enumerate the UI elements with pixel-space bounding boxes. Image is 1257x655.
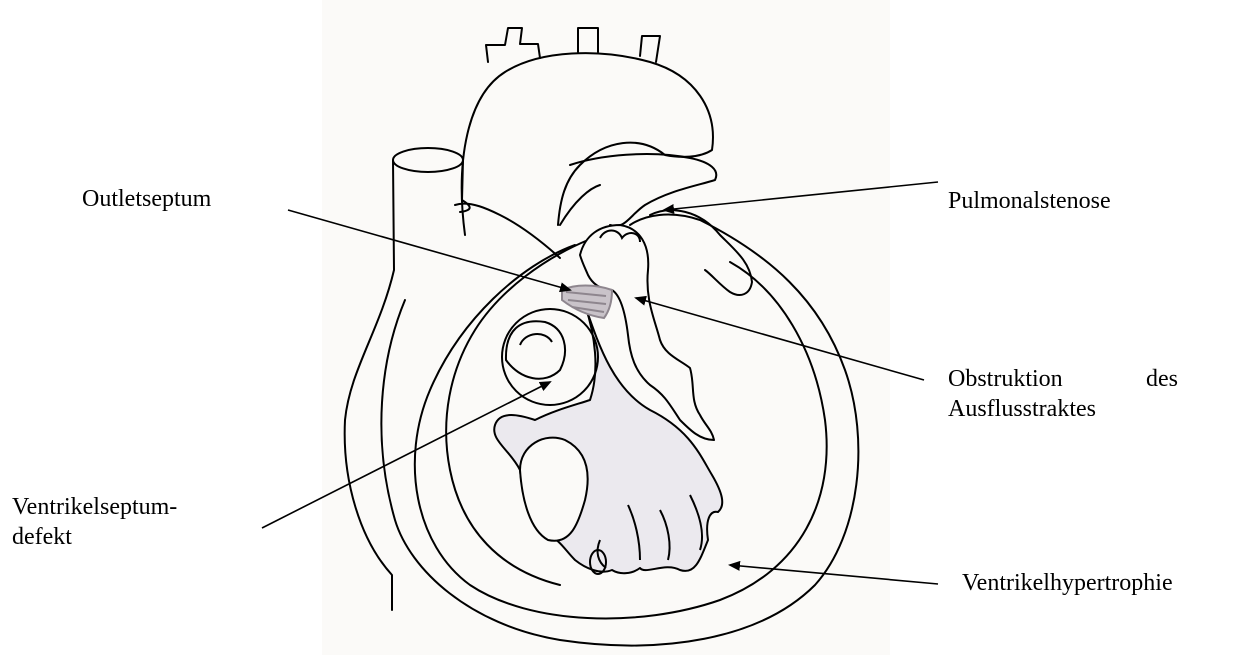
aorta-branch-2 [578,28,598,52]
aorta-branch-3 [640,36,660,62]
vsd-opening [502,309,598,405]
aorta-branch-1 [486,28,540,62]
label-vsd-line2: defekt [12,522,177,552]
label-vsd-line1: Ventrikelseptum- [12,492,177,522]
label-ventrikelhypertrophie: Ventrikelhypertrophie [962,568,1173,598]
pulmonary-branch-left [650,210,752,295]
leader-hypertrophie [730,565,938,584]
leader-pulmonalstenose [664,182,938,210]
label-obstruktion-line2: Ausflusstraktes [948,394,1178,424]
right-ventricle-chamber [494,305,722,573]
label-obstruktion-word2: des [1146,364,1178,394]
label-ventrikelseptumdefekt: Ventrikelseptum- defekt [12,492,177,552]
leader-vsd [262,382,550,528]
label-obstruktion-line1: Obstruktion des [948,364,1178,394]
label-pulmonalstenose: Pulmonalstenose [948,186,1111,216]
label-obstruktion-word1: Obstruktion [948,364,1063,394]
superior-vena-cava-opening [393,148,463,172]
label-outletseptum: Outletseptum [82,184,211,214]
label-obstruktion: Obstruktion des Ausflusstraktes [948,364,1178,424]
pulmonary-branch-right [455,204,560,258]
aortic-arch [462,53,713,235]
leader-outletseptum [288,210,570,290]
